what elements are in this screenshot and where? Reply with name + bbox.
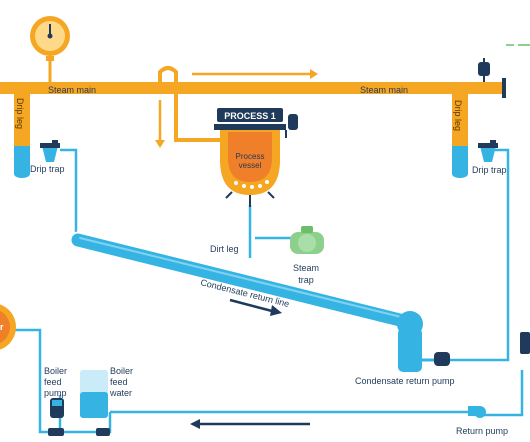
drip-trap-label-right: Drip trap [472,165,507,175]
process-vessel-label-2: vessel [239,161,262,170]
boiler-feed-water-label-3: water [109,388,132,398]
boiler-feed-pump-label-2: feed [44,377,62,387]
boiler-feed-water-tank-icon [80,370,110,436]
condensate-return-pump-label: Condensate return pump [355,376,455,386]
dirt-leg-label: Dirt leg [210,244,239,254]
process-vessel-label-1: Process [236,152,265,161]
boiler-feed-water-label-1: Boiler [110,366,133,376]
steam-trap-icon [290,226,324,254]
steam-trap-label-1: Steam [293,263,319,273]
return-pump-icon [468,406,486,418]
boiler-feed-pump-icon [48,398,64,436]
process-vessel [214,108,286,207]
steam-main-valve-icon [478,58,506,98]
right-edge-valve-icon [520,332,530,354]
steam-main-label-right: Steam main [360,85,408,95]
return-flow-arrow [190,419,310,429]
pressure-gauge-icon [30,16,70,61]
return-pump-label: Return pump [456,426,508,436]
drip-leg-label-left: Drip leg [15,98,25,129]
steam-main-label-left: Steam main [48,85,96,95]
steam-trap-label-2: trap [298,275,314,285]
drip-trap-left-icon [40,140,60,162]
process-banner [217,108,283,122]
boiler-icon [0,304,16,350]
boiler-feed-pump-label-1: Boiler [44,366,67,376]
boiler-label-fragment: r [0,322,4,332]
steam-piping [0,55,505,178]
drip-leg-label-right: Drip leg [453,100,463,131]
boiler-feed-water-label-2: feed [110,377,128,387]
process-banner-label: PROCESS 1 [224,111,276,121]
process-valve-icon [285,114,298,138]
drip-trap-label-left: Drip trap [30,164,65,174]
drip-trap-right-icon [478,140,498,162]
condensate-return-pump-icon [397,311,450,372]
condensate-flow-arrow [229,298,282,316]
boiler-feed-pump-label-3: pump [44,388,67,398]
